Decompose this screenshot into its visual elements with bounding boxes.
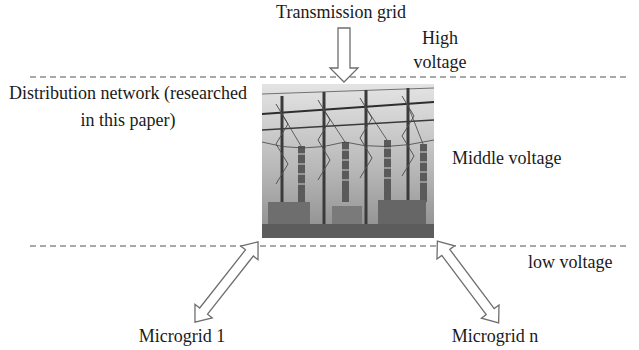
voltage-level-label: low voltage — [528, 250, 612, 274]
substation-photo — [342, 160, 349, 161]
substation-photo — [298, 148, 427, 184]
substation-photo — [345, 140, 434, 147]
substation-photo — [298, 174, 305, 175]
substation-photo — [384, 168, 391, 169]
voltage-divider — [30, 245, 630, 246]
substation-photo — [342, 142, 349, 202]
substation-photo — [262, 142, 345, 148]
substation-photo — [408, 106, 423, 144]
substation-photo — [298, 184, 305, 185]
substation-photo — [262, 106, 434, 148]
substation-photo — [384, 140, 391, 202]
substation-photo — [342, 180, 349, 181]
substation-photo — [420, 152, 427, 153]
hollow-double-arrow — [429, 235, 508, 330]
substation-photo — [360, 98, 372, 178]
substation-photo — [378, 200, 426, 226]
network-label: Distribution network (researched in this… — [2, 80, 254, 134]
substation-photo — [384, 158, 391, 159]
substation-photo — [365, 90, 368, 238]
substation-photo — [268, 202, 310, 226]
substation-photo — [323, 92, 326, 238]
substation-photo — [318, 100, 330, 180]
substation-photo — [298, 164, 305, 165]
substation-photo — [262, 84, 434, 238]
substation-photo — [298, 146, 305, 202]
substation-photo — [420, 162, 427, 163]
substation-photo — [420, 172, 427, 173]
substation-photo — [262, 224, 434, 238]
voltage-level-label: High voltage — [404, 26, 476, 75]
substation-photo — [384, 148, 391, 149]
substation-photo — [276, 104, 288, 184]
substation-photo — [402, 96, 414, 176]
voltage-level-label: Middle voltage — [452, 146, 561, 170]
substation-photo — [384, 178, 391, 179]
grid-level-label: Transmission grid — [241, 0, 441, 24]
substation-photo — [298, 154, 305, 155]
substation-photo — [262, 84, 434, 238]
substation-photo — [366, 108, 387, 140]
substation-photo — [420, 144, 427, 202]
microgrid-label: Microgrid n — [435, 326, 555, 348]
substation-photo — [332, 206, 362, 226]
substation-photo — [342, 150, 349, 151]
voltage-divider — [30, 76, 630, 77]
substation-photo — [342, 170, 349, 171]
hollow-double-arrow — [186, 235, 266, 329]
microgrid-label: Microgrid 1 — [122, 326, 242, 348]
substation-photo — [324, 110, 345, 142]
substation-photo — [420, 182, 427, 183]
substation-photo — [282, 114, 301, 146]
hollow-arrow — [330, 28, 358, 82]
